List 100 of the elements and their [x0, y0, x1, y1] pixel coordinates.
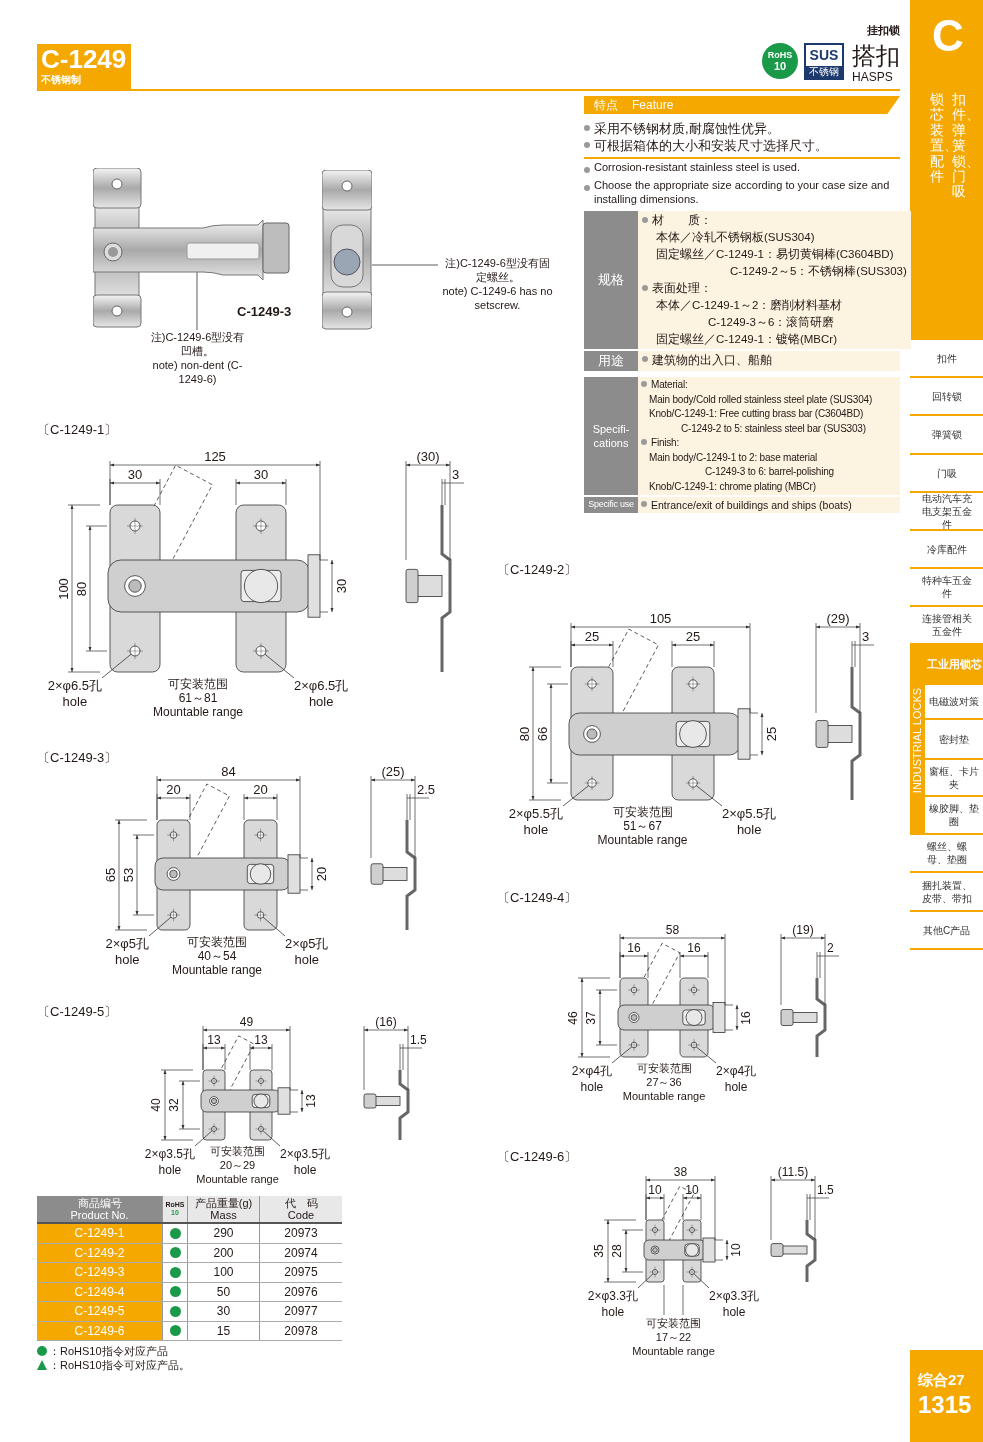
- sidebar-item: 其他C产品: [910, 912, 983, 950]
- table-text: 20977: [259, 1302, 342, 1321]
- sidebar-item: 弹簧锁: [910, 416, 983, 455]
- header-text: Code: [287, 1209, 315, 1221]
- spec-text: Material:: [641, 378, 897, 393]
- dimension-label: 38: [673, 1166, 688, 1178]
- dimension-label: 125: [204, 450, 226, 463]
- header-text: 产品重量(g): [194, 1197, 253, 1209]
- spec-text: 固定螺丝／C-1249-1：易切黄铜棒(C3604BD): [655, 247, 895, 262]
- note-text: 注)C-1249-6型没有固定螺丝。: [444, 256, 551, 284]
- dimension-label: 25: [764, 726, 778, 742]
- dimension-label: 40: [150, 1098, 162, 1112]
- dimension-label: 1.5: [817, 1184, 834, 1196]
- range-label: Mountable range: [152, 706, 244, 718]
- dimension-label: 28: [611, 1244, 623, 1258]
- dimension-label: 16: [740, 1010, 752, 1025]
- spec-text: C-1249-3 to 6: barrel-polishing: [704, 465, 835, 479]
- range-label: 可安装范围: [646, 1318, 701, 1329]
- hasp-photo: [93, 168, 293, 328]
- table-text: 50: [187, 1282, 259, 1301]
- spec-text: Finish:: [641, 436, 897, 451]
- mounting-hole: [255, 645, 267, 657]
- title: C-1249: [41, 44, 127, 74]
- leader-line: [562, 785, 590, 807]
- callout-text: 2×φ5孔: [105, 936, 149, 952]
- category-label: 挂扣锁: [867, 25, 900, 36]
- table-text: 20973: [259, 1224, 342, 1243]
- spec-text: Knob/C-1249-1: Free cutting brass bar (C3604BD): [648, 407, 865, 421]
- section-heading: 〔C-1249-6〕: [497, 1150, 578, 1163]
- range-label: 可安装范围: [187, 936, 247, 948]
- table-text: 200: [187, 1243, 259, 1262]
- callout-text: hole: [523, 822, 549, 838]
- banner-text: Feature: [632, 97, 674, 114]
- dimension-label: (16): [375, 1016, 397, 1028]
- badge-text: 10: [773, 60, 787, 72]
- product-cell: C-1249-3: [37, 1263, 162, 1282]
- spec-text: C-1249-3～6：滚筒研磨: [707, 315, 836, 330]
- callout-text: 2×φ3.3孔: [709, 1288, 760, 1304]
- dimension-label: 16: [627, 942, 641, 954]
- feature-text: 采用不锈钢材质,耐腐蚀性优异。: [584, 120, 900, 137]
- dimension-label: 46: [567, 1010, 579, 1025]
- dimension-label: 2.5: [417, 783, 436, 796]
- product-cell: C-1249-5: [37, 1302, 162, 1321]
- mounting-hole: [256, 911, 265, 919]
- table-text: 20975: [259, 1263, 342, 1282]
- range-label: Mountable range: [632, 1346, 715, 1357]
- section-heading: 〔C-1249-1〕: [37, 423, 118, 436]
- dimension-label: 25: [685, 630, 701, 643]
- section-letter: C: [932, 14, 964, 58]
- callout-text: 2×φ6.5孔: [294, 678, 349, 694]
- dimension-label: 13: [305, 1094, 317, 1108]
- sidebar-item: 特种车五金件: [910, 569, 983, 607]
- sidebar-item-active: 工业用锁芯: [925, 645, 983, 685]
- header-text: 代 码: [284, 1197, 318, 1209]
- spec-text: Main body/Cold rolled stainless steel plate (SUS304): [648, 392, 874, 407]
- callout-text: hole: [724, 1079, 748, 1095]
- sidebar-item: 捆扎装置、皮带、带扣: [910, 873, 983, 912]
- table-text: 20976: [259, 1282, 342, 1301]
- dimension-label: 2: [827, 942, 834, 954]
- badge-text: 不锈钢: [806, 66, 842, 78]
- dimension-label: 3: [452, 468, 460, 481]
- dimension-label: 58: [665, 924, 680, 936]
- dimension-label: 13: [207, 1034, 221, 1046]
- dimension-label: 3: [862, 630, 870, 643]
- dimension-label: 49: [239, 1016, 254, 1028]
- callout-text: 2×φ4孔: [571, 1063, 612, 1079]
- sidebar-item: 回转锁: [910, 378, 983, 416]
- callout-text: 2×φ3.5孔: [144, 1146, 195, 1162]
- header-text: Mass: [210, 1209, 237, 1221]
- sidebar-item: 电动汽车充电支架五金件: [910, 493, 983, 531]
- dimension-label: (29): [826, 612, 850, 625]
- spec-text: 固定螺丝／C-1249-1：镀铬(MBCr): [655, 332, 838, 347]
- header-cell: Specifi- cations: [584, 377, 638, 495]
- spec-text: C-1249-2 to 5: stainless steel bar (SUS303): [680, 421, 867, 436]
- product-cell: C-1249-1: [37, 1224, 162, 1243]
- table-text: 15: [187, 1321, 259, 1340]
- mounting-hole: [652, 1269, 658, 1275]
- dimension-label: 100: [56, 577, 70, 600]
- range-label: Mountable range: [597, 834, 688, 846]
- callout-text: hole: [293, 1162, 317, 1178]
- mounting-hole: [211, 1126, 217, 1132]
- mounting-hole: [688, 778, 698, 788]
- header-text: Product No.: [70, 1209, 129, 1221]
- callout-text: 2×φ4孔: [716, 1063, 757, 1079]
- callout-text: hole: [62, 694, 88, 710]
- callout-text: 2×φ5.5孔: [722, 806, 777, 822]
- dimension-label: (11.5): [777, 1166, 809, 1178]
- callout-text: 2×φ3.5孔: [280, 1146, 331, 1162]
- dimension-label: 10: [685, 1184, 699, 1196]
- dimension-label: (30): [416, 450, 440, 463]
- leader-line: [262, 916, 286, 937]
- callout-text: 2×φ5.5孔: [508, 806, 563, 822]
- note-text: note) C-1249-6 has no setscrew.: [441, 284, 554, 312]
- hasp-photo: [322, 170, 372, 330]
- callout-text: hole: [722, 1304, 746, 1320]
- table-text: 30: [187, 1302, 259, 1321]
- dimension-label: 80: [517, 726, 531, 741]
- leader-line: [695, 785, 723, 807]
- product-type: 搭扣: [852, 44, 900, 68]
- badge-text: SUS: [809, 46, 839, 65]
